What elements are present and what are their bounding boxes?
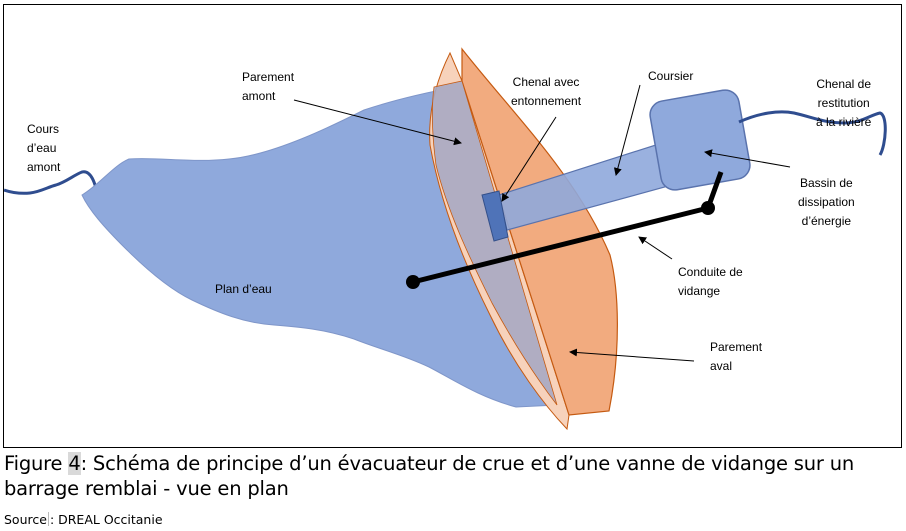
figure-source: Source: DREAL Occitanie xyxy=(4,512,163,527)
diagram-svg xyxy=(4,47,887,431)
drain-pipe xyxy=(412,205,709,285)
river-restitution xyxy=(738,110,887,156)
approach-channel xyxy=(481,190,509,242)
label-coursier: Coursier xyxy=(648,69,694,83)
drain-pipe-bend xyxy=(701,201,715,215)
river-upstream xyxy=(4,170,100,202)
dam-body xyxy=(461,47,618,416)
arrow-parement-amont xyxy=(293,99,462,146)
arrow-chenal-entonnement xyxy=(501,116,557,202)
text-cursor xyxy=(47,512,49,526)
arrow-conduite xyxy=(638,236,673,260)
drain-pipe-intake xyxy=(406,275,420,289)
upstream-face-overlap xyxy=(431,80,558,406)
label-plan-eau: Plan d’eau xyxy=(215,282,272,296)
arrow-parement-aval xyxy=(569,348,695,362)
dissipation-basin xyxy=(649,89,751,191)
arrow-bassin xyxy=(704,149,791,168)
figure-number: 4 xyxy=(68,452,81,475)
arrow-coursier xyxy=(613,84,641,176)
figure-caption: Figure 4: Schéma de principe d’un évacua… xyxy=(4,452,855,500)
